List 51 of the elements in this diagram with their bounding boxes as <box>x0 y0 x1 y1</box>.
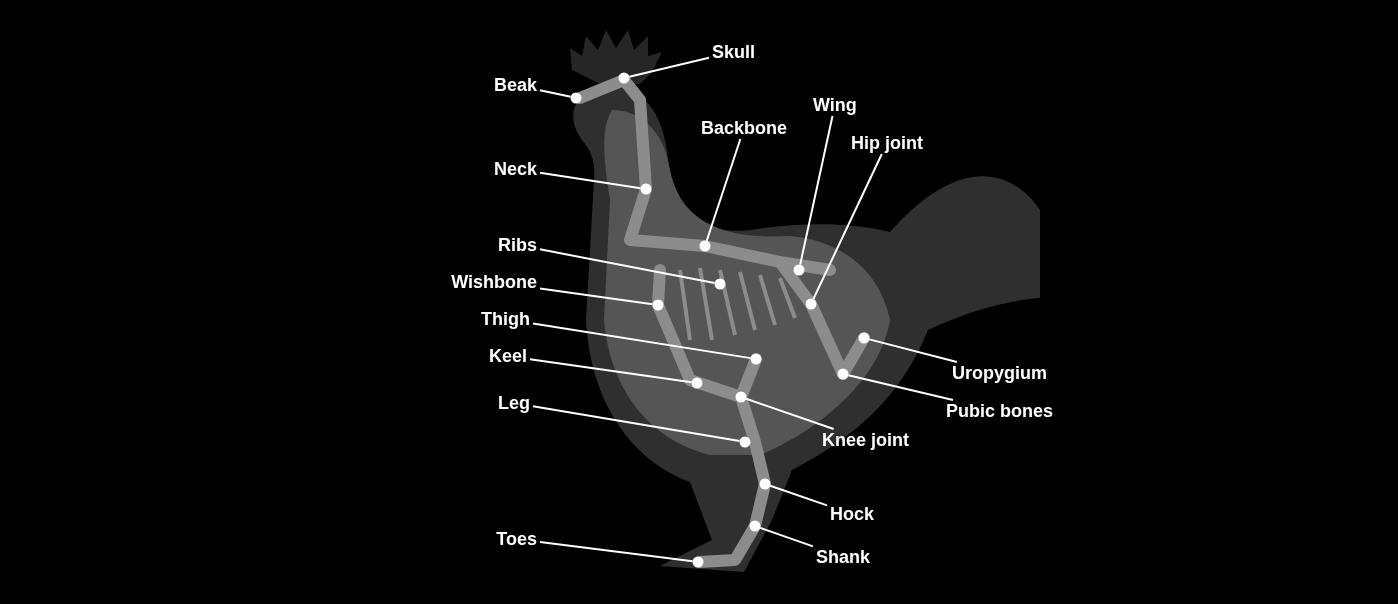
part-label: Shank <box>816 546 871 568</box>
part-label: Skull <box>712 41 755 63</box>
leader-line <box>745 397 835 430</box>
part-label: Knee joint <box>822 429 909 451</box>
marker-dot <box>618 72 630 84</box>
marker-dot <box>793 264 805 276</box>
part-label: Uropygium <box>952 362 1047 384</box>
leader-line <box>539 540 694 563</box>
part-label: Backbone <box>701 117 788 139</box>
marker-dot <box>749 520 761 532</box>
part-label: Hock <box>830 503 874 525</box>
marker-dot <box>714 278 726 290</box>
part-label: Thigh <box>481 308 530 330</box>
leader-line <box>539 89 572 98</box>
marker-dot <box>692 556 704 568</box>
leader-line <box>847 374 954 401</box>
marker-dot <box>805 298 817 310</box>
marker-dot <box>640 183 652 195</box>
marker-dot <box>735 391 747 403</box>
leader-line <box>539 171 642 190</box>
leader-line <box>529 358 693 384</box>
part-label: Pubic bones <box>946 400 1053 422</box>
leader-line <box>539 248 716 284</box>
leader-line <box>759 526 814 548</box>
part-label: Ribs <box>498 234 537 256</box>
leader-line <box>532 322 752 360</box>
part-label: Leg <box>498 392 530 414</box>
part-label: Keel <box>488 345 527 367</box>
marker-dot <box>691 377 703 389</box>
leader-line <box>705 138 742 242</box>
leader-line <box>868 338 958 363</box>
marker-dot <box>699 240 711 252</box>
marker-dot <box>837 368 849 380</box>
marker-dot <box>739 436 751 448</box>
leader-line <box>799 115 834 266</box>
leader-line <box>812 153 883 301</box>
leader-line <box>769 484 828 507</box>
part-label: Wing <box>813 94 857 116</box>
part-label: Hip joint <box>851 132 923 154</box>
marker-dot <box>652 299 664 311</box>
leader-line <box>539 287 654 306</box>
part-label: Beak <box>493 74 537 96</box>
leader-line <box>532 405 741 443</box>
leader-line <box>628 56 710 78</box>
marker-dot <box>759 478 771 490</box>
part-label: Wishbone <box>451 271 537 293</box>
marker-dot <box>570 92 582 104</box>
part-label: Neck <box>493 158 537 180</box>
marker-dot <box>858 332 870 344</box>
part-label: Toes <box>496 528 537 550</box>
marker-dot <box>750 353 762 365</box>
